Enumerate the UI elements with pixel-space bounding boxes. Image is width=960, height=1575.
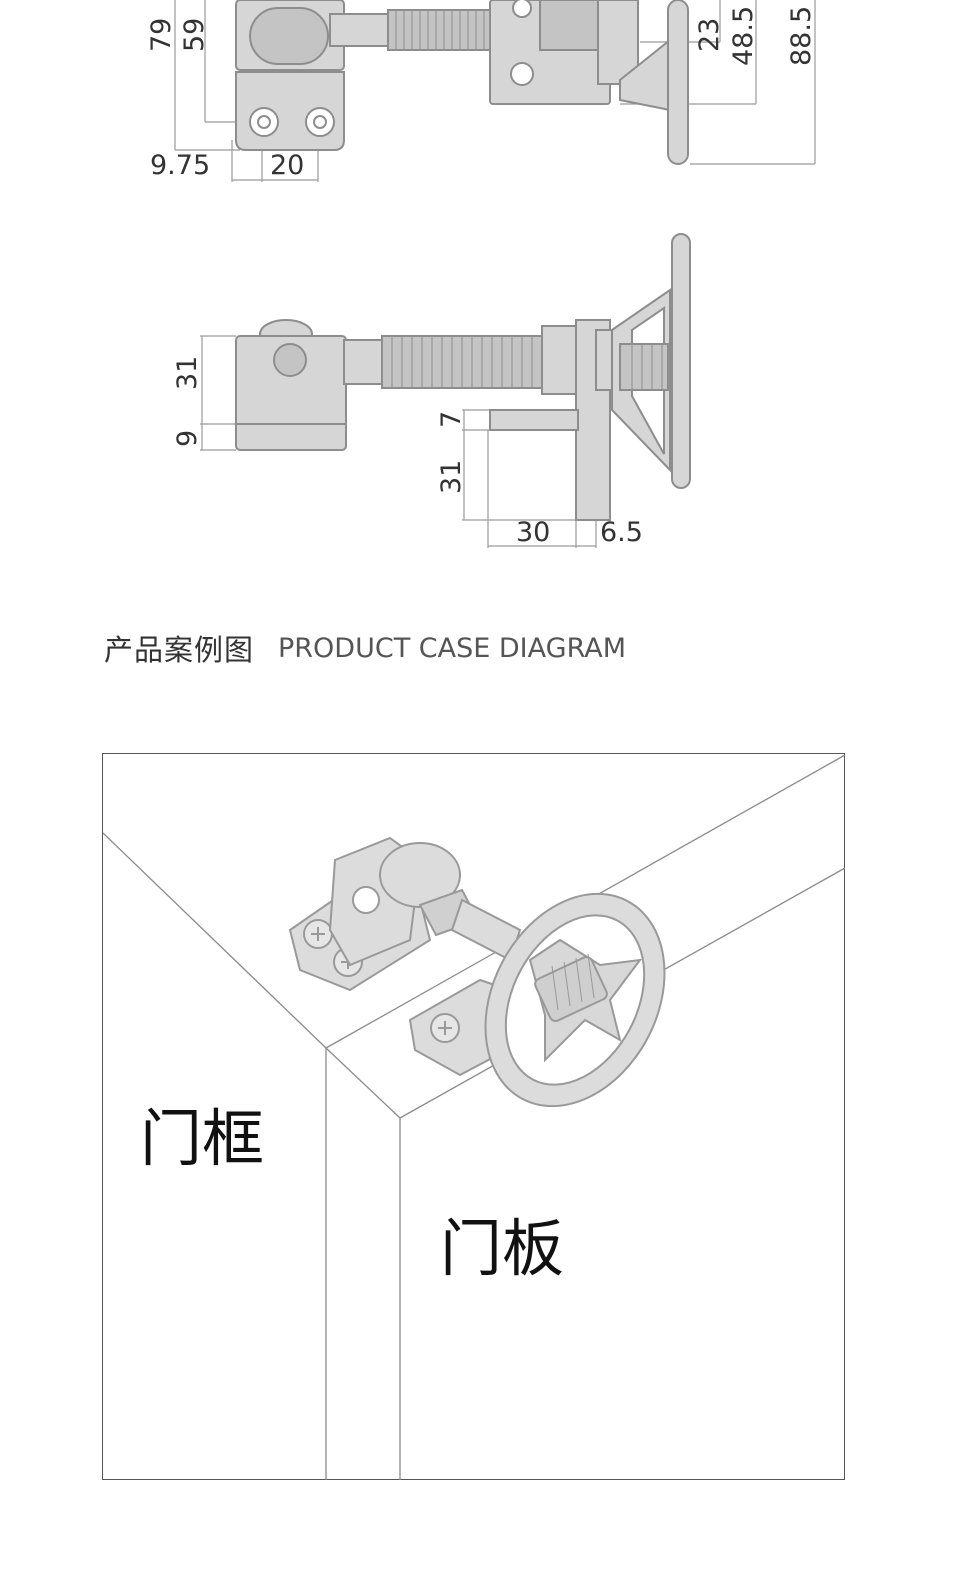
dim-79: 79 [146, 18, 177, 52]
dim-59: 59 [179, 18, 210, 52]
dim-7: 7 [436, 411, 467, 428]
dim-30: 30 [516, 517, 550, 548]
section-heading: 产品案例图 PRODUCT CASE DIAGRAM [104, 628, 626, 668]
section-title-cn: 产品案例图 [104, 633, 255, 667]
side-view-dimension-lines [200, 335, 597, 548]
side-view-threaded-rod [343, 335, 543, 389]
label-door-panel: 门板 [440, 1212, 564, 1285]
section-title-en: PRODUCT CASE DIAGRAM [278, 632, 626, 664]
dim-31-upper: 31 [172, 356, 203, 390]
top-view-threaded-rod [329, 9, 501, 51]
side-view-hinge-block [235, 319, 347, 451]
dim-20: 20 [270, 150, 304, 181]
case-diagram-hinge [288, 836, 666, 1108]
top-view-handwheel [619, 0, 689, 165]
side-view-handwheel [611, 233, 691, 489]
case-diagram-frame [102, 753, 845, 1480]
dim-9: 9 [172, 430, 203, 447]
side-view-bracket [489, 319, 617, 521]
dim-31-lower: 31 [436, 460, 467, 494]
dim-48-5: 48.5 [728, 6, 759, 66]
dim-88-5: 88.5 [786, 6, 817, 66]
top-view-hinge-block [235, 0, 345, 151]
dim-23: 23 [694, 18, 725, 52]
dim-6-5: 6.5 [600, 517, 643, 548]
dim-9-75: 9.75 [150, 150, 210, 181]
side-view-drawing: 31 9 7 31 30 6.5 [172, 233, 691, 548]
label-door-frame: 门框 [140, 1102, 264, 1175]
top-view-drawing: 79 59 9.75 20 23 48.5 88.5 [146, 0, 817, 182]
